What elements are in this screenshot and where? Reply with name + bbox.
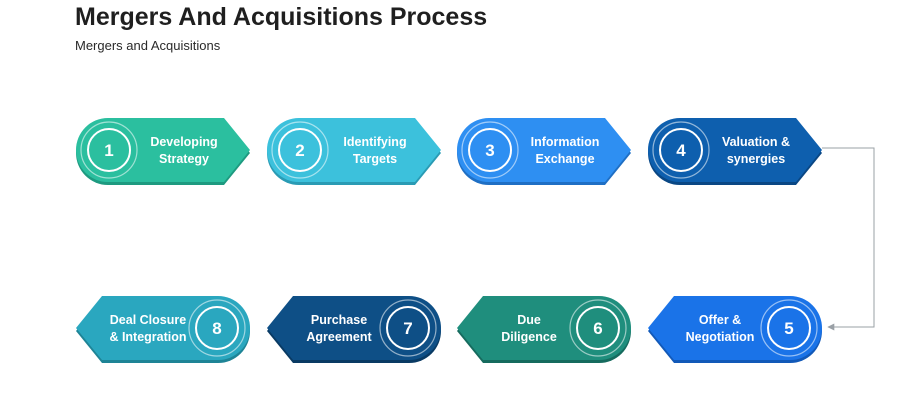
step-label-line: Purchase [311, 313, 367, 327]
step-number: 4 [676, 141, 686, 160]
step-label-line: Developing [150, 135, 217, 149]
step-number: 8 [212, 319, 221, 338]
step-number: 5 [784, 319, 793, 338]
step-badge-ring-outer [271, 121, 329, 179]
step-badge-ring [767, 306, 811, 350]
step-shape [267, 118, 441, 182]
step-label-line: Due [517, 313, 541, 327]
step-badge-ring-outer [80, 121, 138, 179]
step-label-line: Valuation & [722, 135, 790, 149]
step-label-line: Targets [353, 152, 397, 166]
page-title: Mergers And Acquisitions Process [75, 3, 488, 31]
step-label-line: Offer & [699, 313, 741, 327]
step-label-line: Agreement [306, 330, 372, 344]
step-label-line: Negotiation [686, 330, 755, 344]
step-4: 4 Valuation & synergies [648, 118, 822, 185]
step-badge-ring [386, 306, 430, 350]
step-badge-ring [576, 306, 620, 350]
step-badge-ring [195, 306, 239, 350]
step-5: 5 Offer & Negotiation [648, 296, 822, 363]
step-label-line: synergies [727, 152, 785, 166]
step-8: 8 Deal Closure & Integration [76, 296, 250, 363]
step-badge-ring-outer [188, 299, 246, 357]
step-shape [457, 118, 631, 182]
step-badge-ring-outer [461, 121, 519, 179]
page-subtitle: Mergers and Acquisitions [75, 38, 221, 53]
step-label-line: Deal Closure [110, 313, 186, 327]
step-badge-ring-outer [652, 121, 710, 179]
step-number: 6 [593, 319, 602, 338]
step-label-line: Exchange [535, 152, 594, 166]
step-badge-ring-outer [569, 299, 627, 357]
connector-line [822, 147, 875, 331]
step-shape [76, 296, 250, 360]
step-shape [457, 296, 631, 360]
step-label-line: Identifying [343, 135, 406, 149]
step-shape [648, 296, 822, 360]
step-badge-ring [468, 128, 512, 172]
step-shape [648, 118, 822, 182]
step-badge-ring [87, 128, 131, 172]
step-badge-ring [278, 128, 322, 172]
step-badge-ring-outer [760, 299, 818, 357]
step-badge-ring-outer [379, 299, 437, 357]
step-label-line: Information [531, 135, 600, 149]
step-number: 3 [485, 141, 494, 160]
step-label-line: Strategy [159, 152, 209, 166]
step-label-line: & Integration [109, 330, 186, 344]
step-number: 7 [403, 319, 412, 338]
step-shape [76, 118, 250, 182]
step-shape [267, 296, 441, 360]
step-number: 1 [104, 141, 113, 160]
step-badge-ring [659, 128, 703, 172]
step-number: 2 [295, 141, 304, 160]
step-label-line: Diligence [501, 330, 557, 344]
